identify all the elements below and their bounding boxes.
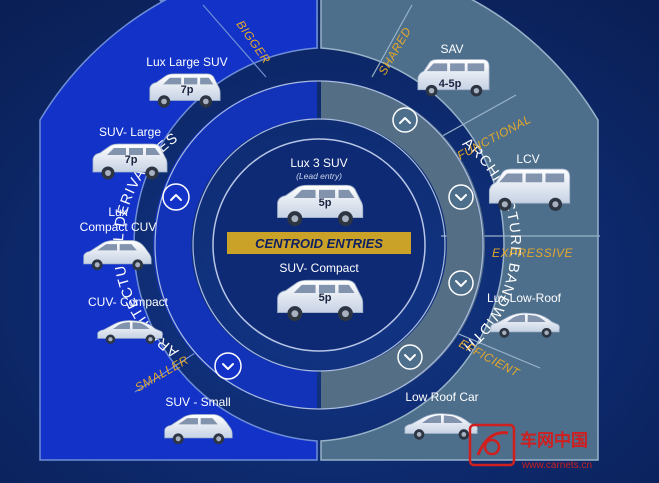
vehicle-label-lux-low-roof: Lux Low-Roof <box>487 291 562 305</box>
vehicle-label-suv-large: SUV- Large <box>99 125 161 139</box>
center-bottom-label: SUV- Compact <box>279 261 359 275</box>
left-ring-down-button[interactable] <box>214 352 242 380</box>
vehicle-label-cuv-compact: CUV- Compact <box>88 295 169 309</box>
category-expressive: EXPRESSIVE <box>492 246 574 260</box>
carnets-logo <box>468 423 516 467</box>
watermark-cn: 车网中国 <box>520 430 588 450</box>
right-ring-down-button-1[interactable] <box>448 184 474 210</box>
left-ring <box>153 81 318 409</box>
vehicle-label-suv-small: SUV - Small <box>165 395 230 409</box>
vehicle-cap-sav: 4-5p <box>439 78 462 90</box>
centroid-band <box>227 232 411 254</box>
right-ring-up-button-1[interactable] <box>392 107 418 133</box>
vehicle-label-low-roof-car: Low Roof Car <box>405 390 478 404</box>
right-ring <box>320 81 485 409</box>
center-top-label: Lux 3 SUV <box>290 156 347 170</box>
vehicle-label-lux-compact-line1: Lux <box>108 205 127 219</box>
centroid-label: CENTROID ENTRIES <box>255 236 383 251</box>
vehicle-label-lux-large-suv: Lux Large SUV <box>146 55 227 69</box>
left-fan <box>39 0 318 461</box>
center-top-sub: (Lead entry) <box>296 171 342 181</box>
left-ring-up-button[interactable] <box>162 183 190 211</box>
vehicle-cap-suv-large: 7p <box>125 154 138 166</box>
vehicle-label-lux-compact-line2: Compact CUV <box>80 220 157 234</box>
vehicle-label-lcv: LCV <box>516 152 539 166</box>
vehicle-label-sav: SAV <box>440 42 463 56</box>
right-ring-down-button-3[interactable] <box>397 344 423 370</box>
right-ring-down-button-2[interactable] <box>448 270 474 296</box>
center-bottom-cap: 5p <box>319 292 332 304</box>
vehicle-cap-lux-large-suv: 7p <box>181 84 194 96</box>
watermark-url: www.carnets.cn <box>521 460 592 471</box>
right-fan <box>320 0 599 461</box>
center-top-cap: 5p <box>319 197 332 209</box>
